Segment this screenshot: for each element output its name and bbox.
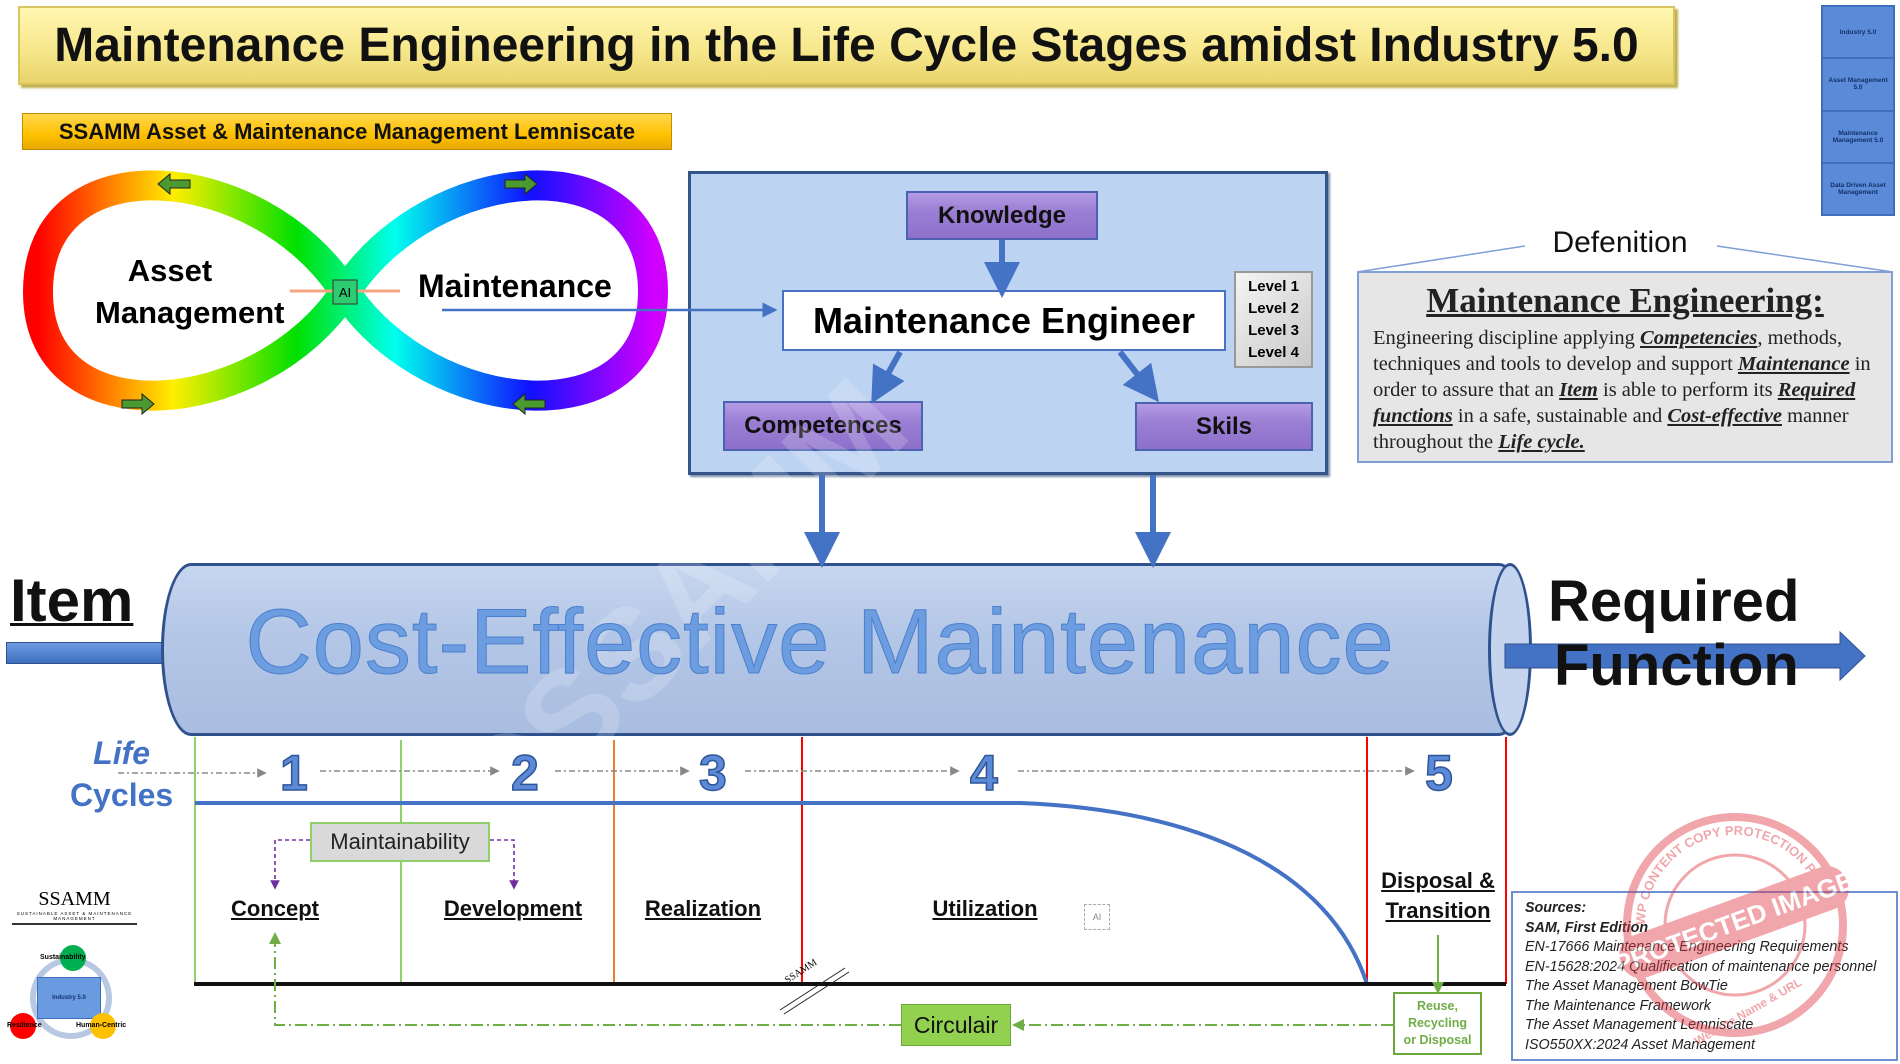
industry-5-graphic: Industry 5.0 Sustainability Resilience H… bbox=[7, 945, 135, 1050]
ai-chip-icon bbox=[332, 279, 358, 305]
item-label: Item bbox=[10, 567, 134, 634]
knowledge-box: Knowledge bbox=[906, 191, 1098, 240]
stage-realization: Realization bbox=[644, 896, 762, 921]
cost-effective-maintenance-cylinder bbox=[161, 563, 1529, 736]
thumbnail-data-driven[interactable]: Data Driven Asset Management bbox=[1830, 181, 1886, 196]
asset-label: Asset bbox=[127, 253, 213, 288]
source-item: EN-17666 Maintenance Engineering Require… bbox=[1525, 939, 1849, 955]
stage-concept: Concept bbox=[231, 896, 319, 921]
lemniscate-banner: SSAMM Asset & Maintenance Management Lem… bbox=[22, 113, 672, 150]
ai-chip-icon: AI bbox=[1084, 904, 1110, 930]
stage-number-5: 5 bbox=[1424, 744, 1453, 802]
competences-box: Competences bbox=[723, 401, 923, 451]
definition-text: Engineering discipline applying Competen… bbox=[1373, 327, 1871, 453]
maintenance-label: Maintenance bbox=[418, 268, 612, 304]
stage-number-3: 3 bbox=[698, 744, 727, 802]
stage-utilization: Utilization bbox=[932, 896, 1038, 921]
level-3: Level 3 bbox=[1248, 321, 1299, 339]
source-item: The Asset Management Lemniscate bbox=[1525, 1017, 1754, 1033]
source-item: The Asset Management BowTie bbox=[1525, 978, 1728, 994]
required-function-label: Required Function bbox=[1548, 569, 1800, 698]
source-item: EN-15628:2024 Qualification of maintenan… bbox=[1525, 958, 1877, 975]
page-title: Maintenance Engineering in the Life Cycl… bbox=[18, 6, 1675, 85]
source-item: The Maintenance Framework bbox=[1525, 997, 1711, 1014]
source-item: ISO550XX:2024 Asset Management bbox=[1525, 1036, 1755, 1053]
node-resilience: Resilience bbox=[7, 1022, 42, 1029]
industry-5-center: Industry 5.0 bbox=[37, 977, 101, 1019]
sources-box: Sources: SAM, First Edition EN-17666 Mai… bbox=[1511, 891, 1898, 1061]
circulair-box: Circulair bbox=[901, 1004, 1011, 1046]
source-item: SAM, First Edition bbox=[1525, 919, 1649, 936]
thumbnail-maintenance-management[interactable]: Maintenance Management 5.0 bbox=[1823, 112, 1893, 164]
stage-number-2: 2 bbox=[510, 744, 539, 802]
thumbnail-asset-management[interactable]: Asset Management 5.0 bbox=[1823, 59, 1893, 112]
output-arrow bbox=[1504, 630, 1866, 682]
stage-number-1: 1 bbox=[279, 744, 308, 802]
definition-box: Maintenance Engineering: Engineering dis… bbox=[1357, 271, 1893, 463]
stage-disposal-transition: Disposal & Transition bbox=[1381, 868, 1495, 923]
maintainability-box: Maintainability bbox=[310, 822, 490, 862]
lemniscate-diagram: AI bbox=[22, 170, 669, 416]
maintenance-engineer-box: Maintenance Engineer bbox=[782, 290, 1226, 351]
baseline-mark bbox=[779, 967, 850, 1015]
skills-box: Skils bbox=[1135, 402, 1313, 451]
ai-chip-label: AI bbox=[339, 285, 351, 300]
protection-stamp: WP CONTENT COPY PROTECTION PLUGIN PROTEC… bbox=[1610, 813, 1858, 1048]
definition-heading: Defenition bbox=[1552, 226, 1688, 259]
node-human-centric: Human-Centric bbox=[76, 1022, 127, 1029]
thumbnail-industry[interactable]: Industry 5.0 bbox=[1823, 7, 1893, 60]
level-1: Level 1 bbox=[1248, 277, 1299, 295]
stage-number-4: 4 bbox=[969, 744, 998, 802]
level-4: Level 4 bbox=[1248, 343, 1299, 361]
definition-bracket bbox=[1356, 245, 1894, 273]
life-cycles-label: Life Cycles bbox=[70, 735, 174, 813]
cost-effective-maintenance-text: Cost-Effective Maintenance bbox=[245, 591, 1395, 694]
thumbnail-strip[interactable]: Industry 5.0 Asset Management 5.0 Mainte… bbox=[1821, 5, 1895, 216]
levels-box: Level 1 Level 2 Level 3 Level 4 bbox=[1234, 271, 1313, 368]
level-2: Level 2 bbox=[1248, 299, 1299, 317]
lifecycle-curve bbox=[195, 801, 1369, 985]
svg-text:Website Name & URL: Website Name & URL bbox=[1692, 975, 1804, 1048]
node-sustainability: Sustainability bbox=[40, 954, 86, 961]
stage-development: Development bbox=[443, 896, 583, 921]
definition-title: Maintenance Engineering: bbox=[1426, 281, 1824, 320]
ssamm-logo: SSAMM SUSTAINABLE ASSET & MAINTENANCE MA… bbox=[12, 888, 137, 925]
green-arrow-icons bbox=[121, 172, 546, 416]
